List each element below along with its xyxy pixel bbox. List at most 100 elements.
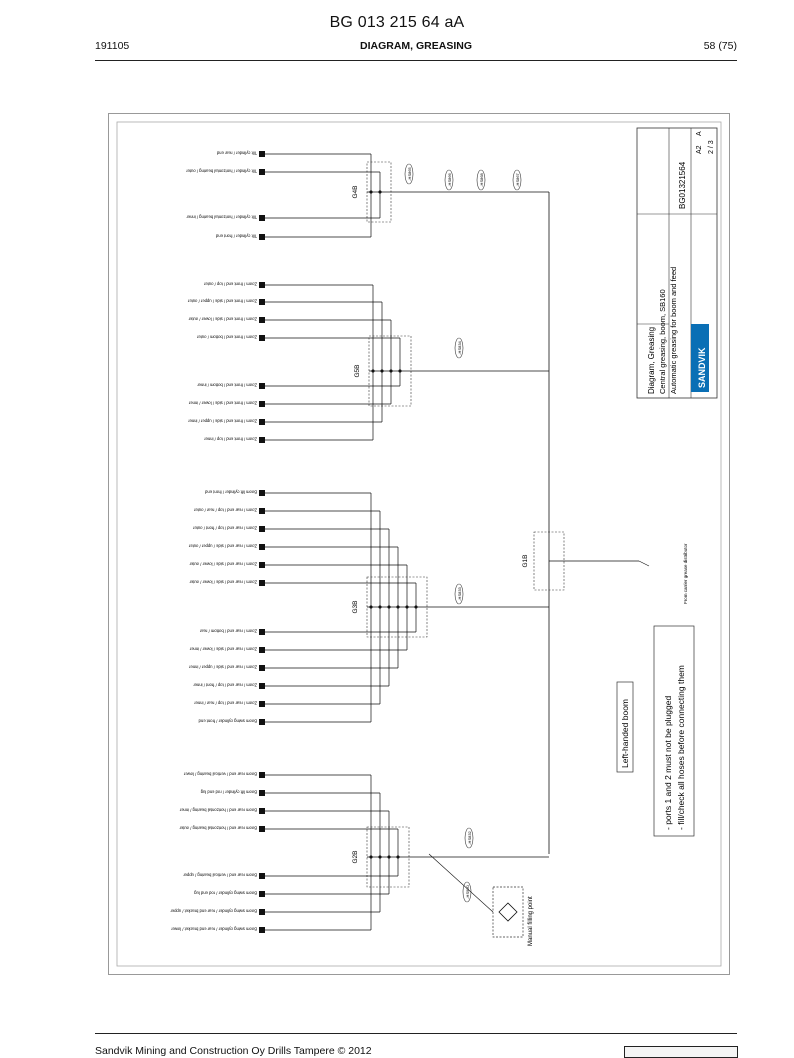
grease-point-marker <box>259 383 265 389</box>
sandvik-logo <box>691 324 709 392</box>
grease-point-marker <box>259 508 265 514</box>
outlet-label: Zoom / front end / bottom / inner <box>197 383 257 388</box>
outlet-label: Zoom / rear end / side / lower / inner <box>189 647 257 652</box>
grease-point-marker <box>259 299 265 305</box>
inner-frame <box>116 121 722 967</box>
junction-dot <box>387 855 391 859</box>
grease-point-marker <box>259 873 265 879</box>
grease-point-marker <box>259 335 265 341</box>
grease-point-marker <box>259 719 265 725</box>
hose-label: -HS832 <box>467 830 472 844</box>
grease-point-marker <box>259 282 265 288</box>
outlet-label: Tilt cylinder / horizontal bearing / inn… <box>186 215 257 220</box>
outlet-label: Tilt cylinder / front end <box>215 234 257 239</box>
hose-tag <box>454 337 464 359</box>
title-line-3: Automatic greasing for boom and feed <box>669 267 678 394</box>
junction-dot <box>378 605 382 609</box>
title-doc-no: BG01321564 <box>678 161 687 209</box>
junction-dot <box>414 605 418 609</box>
junction-dot <box>371 369 375 373</box>
header-meta: 191105 DIAGRAM, GREASING 58 (75) <box>95 40 737 56</box>
outlet-label: Zoom / rear end / top / front / outer <box>192 526 257 531</box>
distributor-label: G3B <box>352 600 359 613</box>
outlet-label: Zoom / front end / side / lower / outer <box>188 317 257 322</box>
junction-dot <box>380 369 384 373</box>
section-title: DIAGRAM, GREASING <box>359 40 472 52</box>
junction-dot <box>369 605 373 609</box>
junction-dot <box>378 190 382 194</box>
outlet-label: Zoom / front end / side / upper / outer <box>187 299 257 304</box>
hose-tag <box>444 169 454 191</box>
grease-point-marker <box>259 701 265 707</box>
grease-point-marker <box>259 526 265 532</box>
grease-point-marker <box>259 683 265 689</box>
supply-end <box>638 560 650 567</box>
hose-label: -HS834 <box>457 340 462 354</box>
hose-tag <box>476 169 486 191</box>
hose-label: -HS867 <box>515 172 520 186</box>
junction-dot <box>398 369 402 373</box>
note-1: - ports 1 and 2 must not be plugged <box>663 696 673 830</box>
outlet-label: Boom swing cylinder / rear end bracket /… <box>170 909 257 914</box>
hose-tag <box>512 169 522 191</box>
outlet-label: Zoom / front end / top / inner <box>204 437 257 442</box>
date-code: 191105 <box>95 40 130 52</box>
grease-point-marker <box>259 772 265 778</box>
outlet-label: Zoom / rear end / top / front / inner <box>193 683 257 688</box>
junction-dot <box>396 855 400 859</box>
distributor-label: G1B <box>522 554 529 567</box>
grease-point-marker <box>259 215 265 221</box>
manual-filling-label: Manual filling point <box>528 896 534 946</box>
outlet-label: Zoom / rear end / side / upper / outer <box>188 544 257 549</box>
grease-point-marker <box>259 580 265 586</box>
outlet-label: Zoom / rear end / side / lower / outer <box>189 580 257 585</box>
outlet-label: Zoom / rear end / top / rear / inner <box>194 701 257 706</box>
outlet-label: Boom swing cylinder / front end <box>198 719 257 724</box>
grease-point-marker <box>259 665 265 671</box>
hose-label: -HS950 <box>465 884 470 898</box>
grease-point-marker <box>259 808 265 814</box>
note-2: - fill/check all hoses before connecting… <box>676 665 686 830</box>
distributor-label: G5B <box>354 364 361 377</box>
grease-point-marker <box>259 437 265 443</box>
doc-title: BG 013 215 64 aA <box>329 14 465 31</box>
grease-point-marker <box>259 234 265 240</box>
title-line-2: Central greasing, boom, SB160 <box>658 289 667 394</box>
junction-dot <box>389 369 393 373</box>
grease-point-marker <box>259 790 265 796</box>
header-rule <box>95 60 737 61</box>
filling-nipple-icon <box>498 902 518 922</box>
outlet-label: Zoom / front end / bottom / outer <box>196 335 257 340</box>
outlet-label: Boom rear end / horizontal bearing / out… <box>179 826 257 831</box>
outlet-label: Zoom / front end / side / upper / inner <box>187 419 257 424</box>
outlet-label: Zoom / rear end / side / lower / outer <box>189 562 257 567</box>
junction-dot <box>378 855 382 859</box>
hose-tag <box>464 827 474 849</box>
junction-dot <box>387 605 391 609</box>
junction-dot <box>405 605 409 609</box>
grease-point-marker <box>259 151 265 157</box>
outlet-label: Boom lift cylinder / rod end lug <box>200 790 257 795</box>
junction-dot <box>369 855 373 859</box>
junction-dot <box>396 605 400 609</box>
outlet-label: Zoom / front end / side / lower / inner <box>188 401 257 406</box>
greasing-diagram: SANDVIK Diagram, Greasing Central greasi… <box>108 113 730 975</box>
outlet-label: Boom rear end / vertical bearing / lower <box>183 772 257 777</box>
grease-point-marker <box>259 826 265 832</box>
notes-box <box>653 625 695 837</box>
footer-logo <box>624 1046 738 1058</box>
outlet-label: Tilt cylinder / horizontal bearing / out… <box>186 169 257 174</box>
outlet-label: Zoom / rear end / top / rear / outer <box>193 508 257 513</box>
junction-dot <box>369 190 373 194</box>
grease-point-marker <box>259 490 265 496</box>
grease-point-marker <box>259 927 265 933</box>
outlet-label: Boom lift cylinder / front end <box>204 490 257 495</box>
hose-tag <box>454 583 464 605</box>
distributor-label: G4B <box>352 185 359 198</box>
title-size: A2 <box>696 145 703 154</box>
grease-point-marker <box>259 647 265 653</box>
page-number: 58 (75) <box>703 40 737 52</box>
outlet-label: Zoom / rear end / side / upper / inner <box>188 665 257 670</box>
title-line-1: Diagram, Greasing <box>647 327 656 394</box>
diagram-canvas: SANDVIK Diagram, Greasing Central greasi… <box>116 121 722 967</box>
